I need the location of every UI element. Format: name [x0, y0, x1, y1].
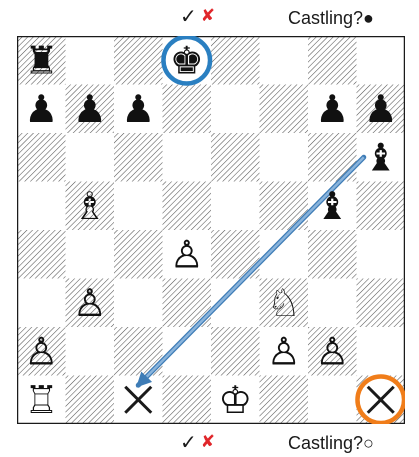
square-g8[interactable] [308, 36, 357, 85]
square-h8[interactable] [357, 36, 406, 85]
square-e2[interactable] [211, 327, 260, 376]
square-b2[interactable] [66, 327, 115, 376]
bottom-check-indicators: ✓ ✘ [180, 430, 215, 454]
square-f7[interactable] [260, 85, 309, 134]
square-b1[interactable] [66, 376, 115, 425]
square-c5[interactable] [114, 182, 163, 231]
black-pawn-icon[interactable]: ♟ [73, 87, 107, 131]
black-pawn-icon[interactable]: ♟ [24, 87, 58, 131]
square-h4[interactable] [357, 230, 406, 279]
square-d5[interactable] [163, 182, 212, 231]
square-b8[interactable] [66, 36, 115, 85]
square-g1[interactable] [308, 376, 357, 425]
square-a3[interactable] [17, 279, 66, 328]
white-pawn-icon[interactable]: ♙ [73, 281, 107, 325]
cross-mark-icon: ✘ [201, 6, 215, 26]
top-check-indicators: ✓ ✘ [180, 4, 215, 28]
square-e6[interactable] [211, 133, 260, 182]
white-pawn-icon[interactable]: ♙ [315, 329, 349, 373]
square-h3[interactable] [357, 279, 406, 328]
castling-label-black: Castling?● [288, 8, 374, 29]
square-g3[interactable] [308, 279, 357, 328]
castling-label-white: Castling?○ [288, 433, 374, 454]
square-a6[interactable] [17, 133, 66, 182]
square-h5[interactable] [357, 182, 406, 231]
white-king-icon[interactable]: ♔ [218, 378, 252, 422]
square-d6[interactable] [163, 133, 212, 182]
square-b6[interactable] [66, 133, 115, 182]
square-f6[interactable] [260, 133, 309, 182]
square-a5[interactable] [17, 182, 66, 231]
black-pawn-icon[interactable]: ♟ [364, 87, 398, 131]
square-h2[interactable] [357, 327, 406, 376]
white-pawn-icon[interactable]: ♙ [267, 329, 301, 373]
chess-board[interactable]: ♜♚♟♟♟♟♟♝♗♝♙♙♘♙♙♙♖♔ [17, 36, 405, 424]
black-bishop-icon[interactable]: ♝ [364, 135, 398, 179]
check-mark-icon: ✓ [180, 430, 197, 454]
black-rook-icon[interactable]: ♜ [24, 38, 58, 82]
square-e8[interactable] [211, 36, 260, 85]
black-bishop-icon[interactable]: ♝ [315, 184, 349, 228]
square-c4[interactable] [114, 230, 163, 279]
square-f1[interactable] [260, 376, 309, 425]
square-d1[interactable] [163, 376, 212, 425]
black-pawn-icon[interactable]: ♟ [315, 87, 349, 131]
white-pawn-icon[interactable]: ♙ [170, 232, 204, 276]
square-e7[interactable] [211, 85, 260, 134]
white-bishop-icon[interactable]: ♗ [73, 184, 107, 228]
square-c8[interactable] [114, 36, 163, 85]
square-c3[interactable] [114, 279, 163, 328]
square-c6[interactable] [114, 133, 163, 182]
white-pawn-icon[interactable]: ♙ [24, 329, 58, 373]
square-d7[interactable] [163, 85, 212, 134]
check-mark-icon: ✓ [180, 4, 197, 28]
white-rook-icon[interactable]: ♖ [24, 378, 58, 422]
black-pawn-icon[interactable]: ♟ [121, 87, 155, 131]
square-a4[interactable] [17, 230, 66, 279]
cross-mark-icon: ✘ [201, 432, 215, 452]
square-b4[interactable] [66, 230, 115, 279]
square-f8[interactable] [260, 36, 309, 85]
white-knight-icon[interactable]: ♘ [267, 281, 301, 325]
square-e5[interactable] [211, 182, 260, 231]
square-g4[interactable] [308, 230, 357, 279]
black-king-icon[interactable]: ♚ [170, 38, 204, 82]
